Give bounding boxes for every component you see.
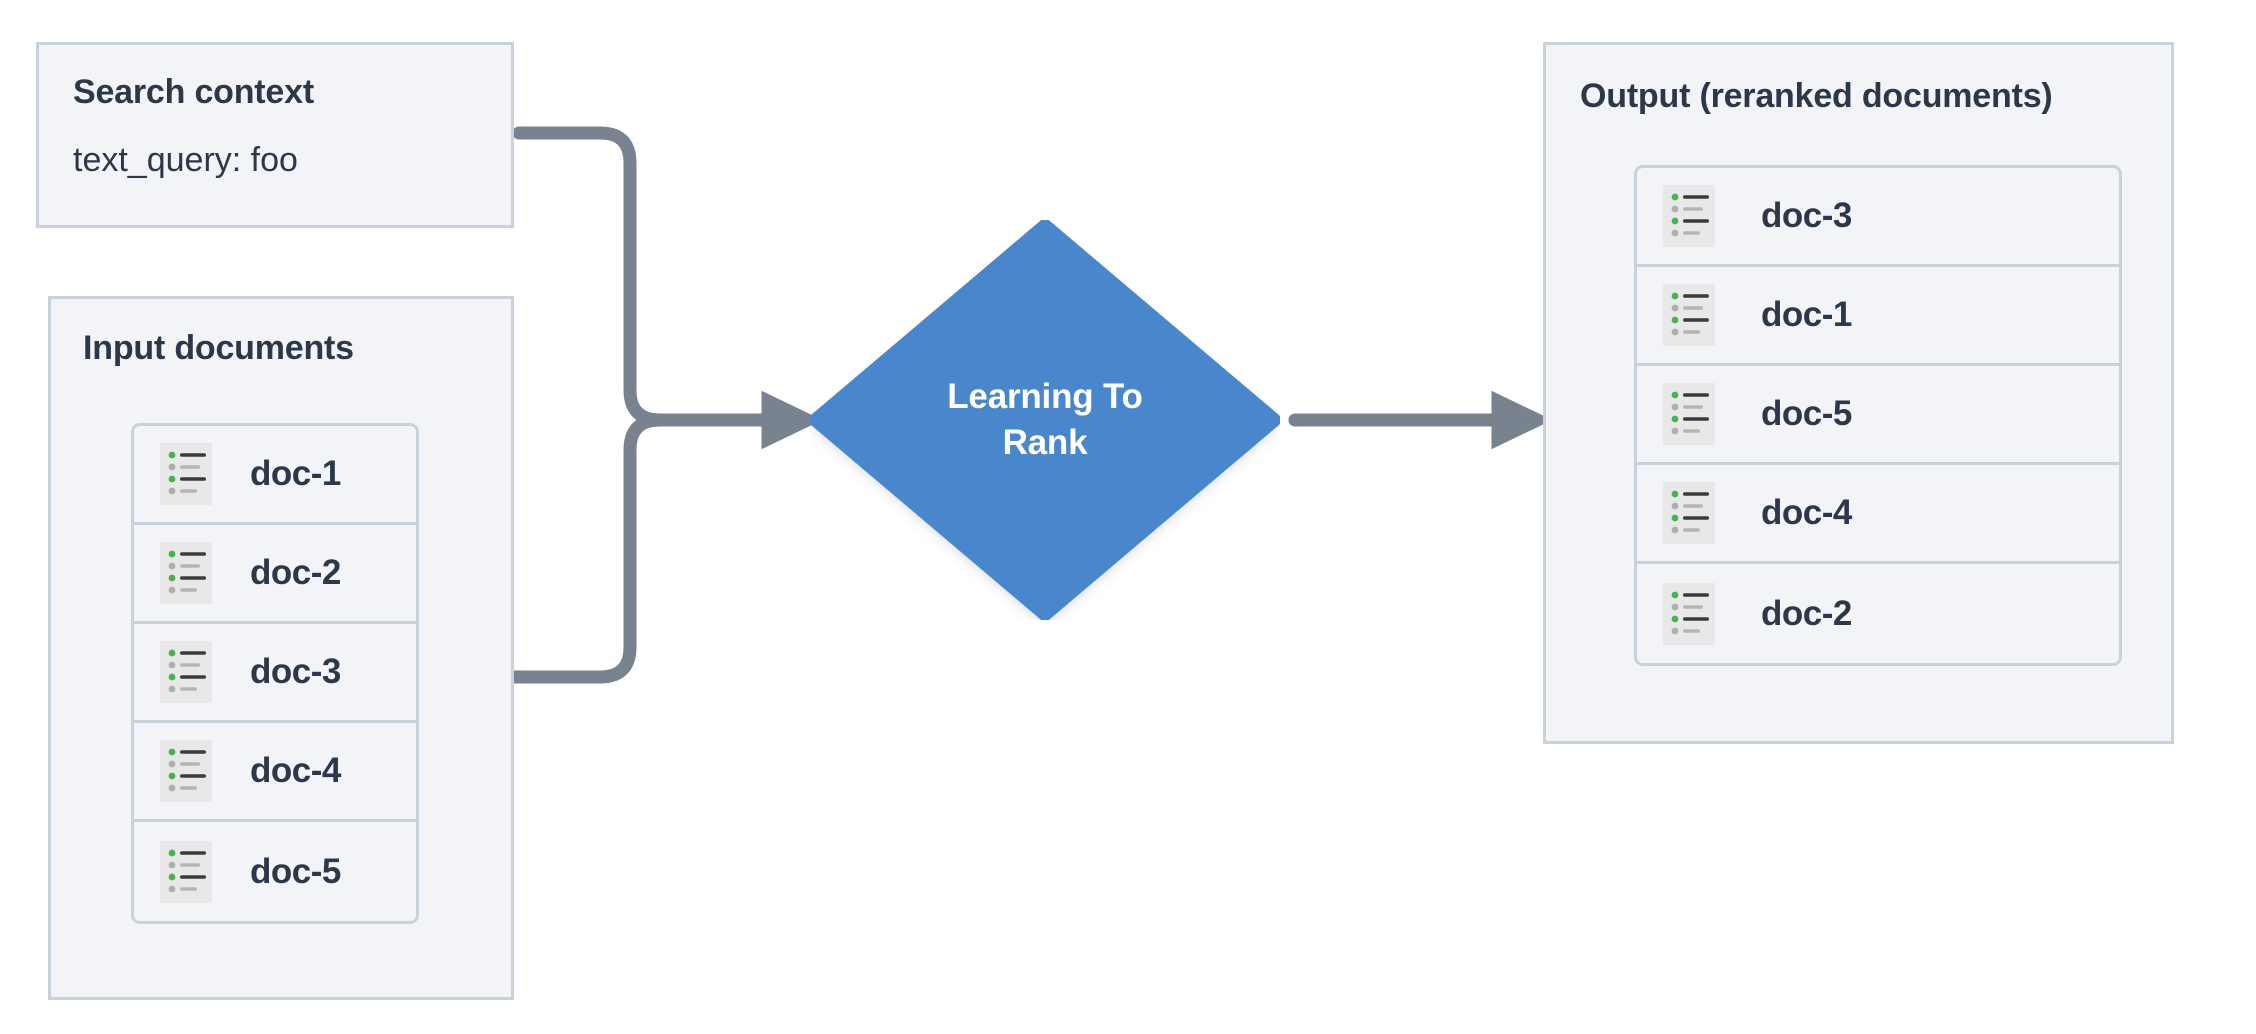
- output-document-row[interactable]: doc-4: [1637, 465, 2119, 564]
- doc-label: doc-5: [1761, 394, 1852, 433]
- doc-label: doc-2: [250, 553, 341, 592]
- document-list-icon: [160, 740, 212, 802]
- document-list-icon: [160, 840, 212, 903]
- input-documents-list: doc-1 doc-2 doc-3 doc-4 doc-5: [131, 423, 419, 924]
- document-list-icon: [1663, 582, 1715, 645]
- document-list-icon: [160, 542, 212, 604]
- document-list-icon: [160, 443, 212, 505]
- doc-label: doc-3: [250, 652, 341, 691]
- search-context-title: Search context: [73, 73, 314, 111]
- connector-search-context-to-model: [512, 126, 749, 427]
- document-list-icon: [1663, 284, 1715, 346]
- output-document-row[interactable]: doc-2: [1637, 564, 2119, 663]
- doc-label: doc-1: [250, 454, 341, 493]
- document-list-icon: [1663, 482, 1715, 544]
- connector-input-documents-to-model: [500, 413, 749, 684]
- learning-to-rank-node[interactable]: Learning To Rank: [809, 219, 1281, 621]
- search-context-panel: Search context text_query: foo: [36, 42, 514, 228]
- diamond-shape: [809, 219, 1281, 621]
- output-documents-list: doc-3 doc-1 doc-5 doc-4 doc-2: [1634, 165, 2122, 666]
- input-document-row[interactable]: doc-4: [134, 723, 416, 822]
- document-list-icon: [1663, 185, 1715, 247]
- input-documents-title: Input documents: [83, 329, 354, 367]
- input-document-row[interactable]: doc-2: [134, 525, 416, 624]
- input-document-row[interactable]: doc-5: [134, 822, 416, 921]
- doc-label: doc-1: [1761, 295, 1852, 334]
- input-document-row[interactable]: doc-3: [134, 624, 416, 723]
- doc-label: doc-3: [1761, 196, 1852, 235]
- document-list-icon: [160, 641, 212, 703]
- output-documents-title: Output (reranked documents): [1580, 77, 2053, 115]
- doc-label: doc-5: [250, 851, 341, 891]
- output-document-row[interactable]: doc-5: [1637, 366, 2119, 465]
- document-list-icon: [1663, 383, 1715, 445]
- doc-label: doc-2: [1761, 593, 1852, 633]
- output-document-row[interactable]: doc-3: [1637, 168, 2119, 267]
- doc-label: doc-4: [250, 751, 341, 790]
- search-context-query: text_query: foo: [73, 141, 298, 179]
- input-document-row[interactable]: doc-1: [134, 426, 416, 525]
- output-document-row[interactable]: doc-1: [1637, 267, 2119, 366]
- doc-label: doc-4: [1761, 493, 1852, 532]
